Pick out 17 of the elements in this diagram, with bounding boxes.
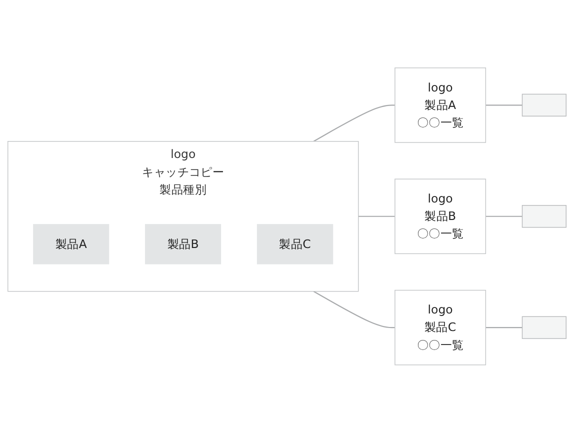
node-box [522, 204, 566, 228]
cluster [8, 140, 359, 292]
node-box [33, 224, 110, 264]
node-box [256, 224, 334, 264]
node-box [394, 67, 486, 142]
connector [486, 215, 522, 217]
connector [313, 104, 395, 142]
node-box [145, 224, 222, 264]
node-box [394, 290, 486, 365]
node-box [522, 316, 566, 339]
connector [486, 326, 522, 328]
connector [313, 290, 395, 328]
connector [486, 104, 522, 106]
node-box [522, 93, 566, 116]
connector [358, 215, 395, 217]
sitemap-diagram: logo キャッチコピー 製品種別 製品A 製品B 製品C logo 製品A 〇〇一覧 logo 製品B 〇〇一覧 logo 製品C 〇〇一覧 [2, 62, 572, 370]
node-box [394, 178, 486, 254]
